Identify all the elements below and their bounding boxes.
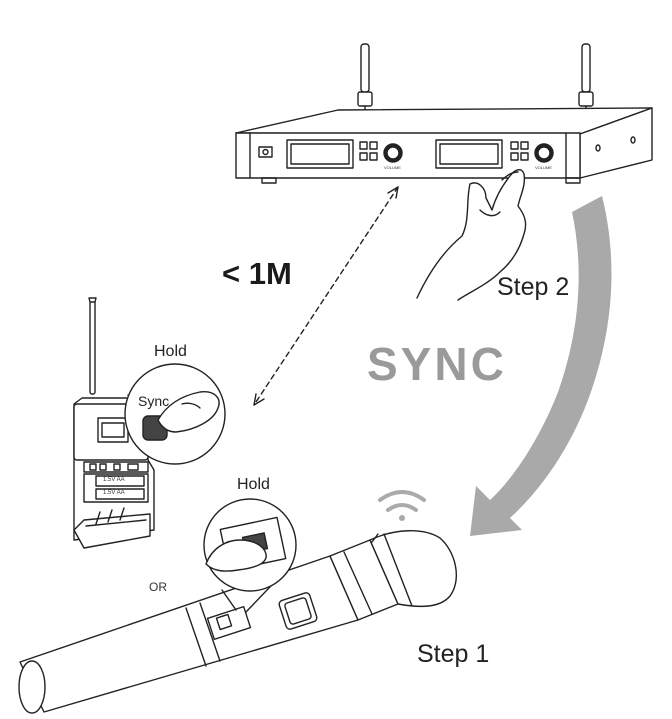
volume-label-left: VOLUME [384,165,401,170]
receiver-antenna-right [578,43,594,119]
battery-label-top: 1.5V AA [103,477,125,483]
bodypack-sync-zoom [124,363,226,465]
hand-pressing-sync [416,169,527,301]
distance-label: < 1M [222,256,292,291]
step-2-label: Step 2 [497,273,570,301]
receiver [235,43,653,184]
mic-hold-zoom [203,498,297,613]
receiver-buttons-channel-b[interactable] [510,141,529,161]
receiver-buttons-channel-a[interactable] [359,141,378,161]
sync-direction-arrow [470,196,612,536]
receiver-antenna-left [357,43,373,119]
hold-label-bodypack: Hold [154,343,187,360]
battery-label-bottom: 1.5V AA [103,490,125,496]
handheld-microphone [18,530,457,714]
step-1-label: Step 1 [417,640,490,668]
volume-label-right: VOLUME [535,165,552,170]
distance-indicator [253,186,399,406]
sync-title: SYNC [367,338,507,390]
or-label: OR [149,580,167,594]
hold-label-mic: Hold [237,476,270,493]
sync-button-label: Sync [138,393,170,409]
power-button-icon[interactable] [258,146,273,158]
wifi-signal-icon [378,490,426,521]
